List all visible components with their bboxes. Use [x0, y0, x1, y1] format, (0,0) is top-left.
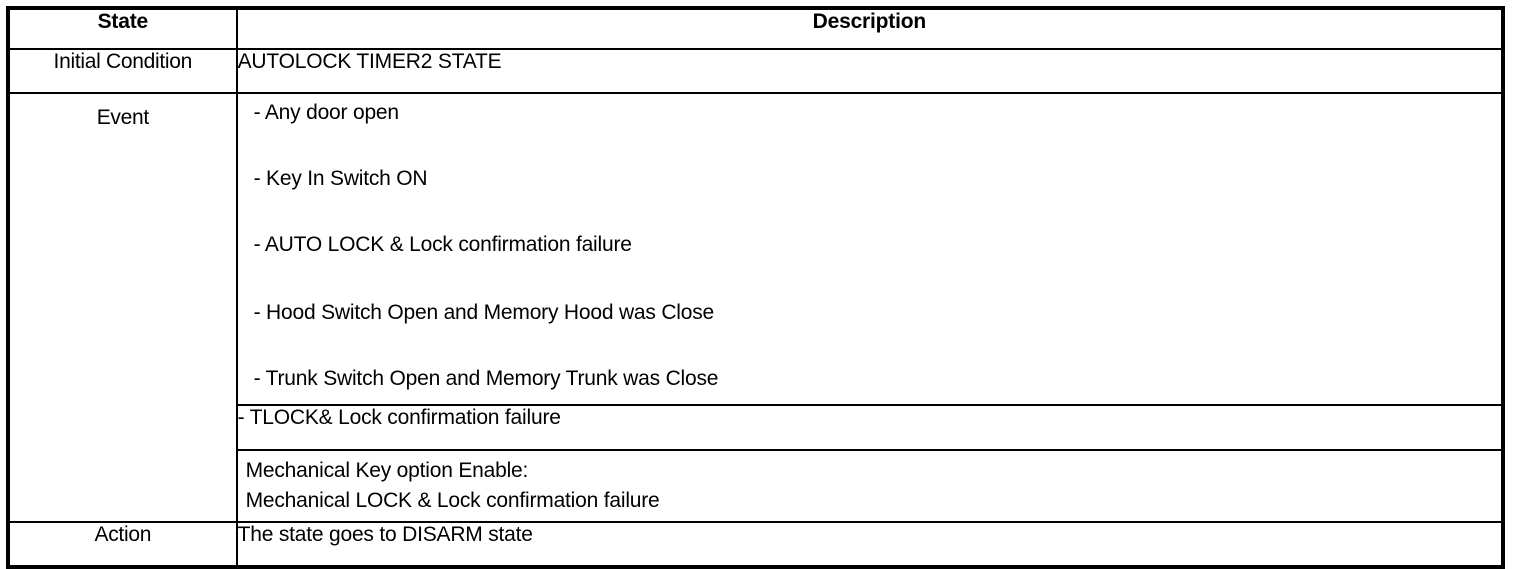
column-header-state: State	[7, 7, 238, 50]
event-list-cell: - Any door open - Key In Switch ON - AUT…	[235, 92, 1505, 406]
list-item: - Key In Switch ON	[253, 167, 428, 190]
table-row-initial-condition: Initial Condition AUTOLOCK TIMER2 STATE	[7, 48, 1505, 94]
event-mechanical-line-2: Mechanical LOCK & Lock confirmation fail…	[245, 489, 660, 512]
row-value-initial-condition: AUTOLOCK TIMER2 STATE	[235, 48, 1505, 94]
table-row-event-tlock: - TLOCK& Lock confirmation failure	[8, 404, 1505, 451]
event-list: - Any door open - Key In Switch ON - AUT…	[246, 94, 1501, 404]
table-row-event-mechanical: Mechanical Key option Enable: Mechanical…	[8, 449, 1505, 523]
event-mechanical-line-1: Mechanical Key option Enable:	[245, 459, 529, 482]
table-row-event-primary: Event - Any door open - Key In Switch ON…	[7, 92, 1505, 523]
table-row-action: Action The state goes to DISARM state	[7, 521, 1505, 568]
row-label-event: Event	[7, 92, 238, 523]
row-value-action: The state goes to DISARM state	[235, 521, 1505, 568]
row-label-initial-condition: Initial Condition	[7, 48, 238, 94]
list-item: - Hood Switch Open and Memory Hood was C…	[253, 301, 715, 324]
event-mechanical-cell: Mechanical Key option Enable: Mechanical…	[235, 449, 1505, 523]
list-item: - Any door open	[253, 101, 399, 124]
event-mechanical-text: Mechanical Key option Enable: Mechanical…	[238, 451, 1501, 521]
list-item: - AUTO LOCK & Lock confirmation failure	[253, 233, 632, 256]
table-header-row: State Description	[7, 7, 1505, 50]
list-item: - Trunk Switch Open and Memory Trunk was…	[253, 367, 719, 390]
column-header-description: Description	[235, 7, 1505, 50]
row-label-action: Action	[7, 521, 238, 568]
event-tlock-text: - TLOCK& Lock confirmation failure	[235, 404, 1505, 451]
state-description-table: State Description Initial Condition AUTO…	[6, 6, 1505, 569]
